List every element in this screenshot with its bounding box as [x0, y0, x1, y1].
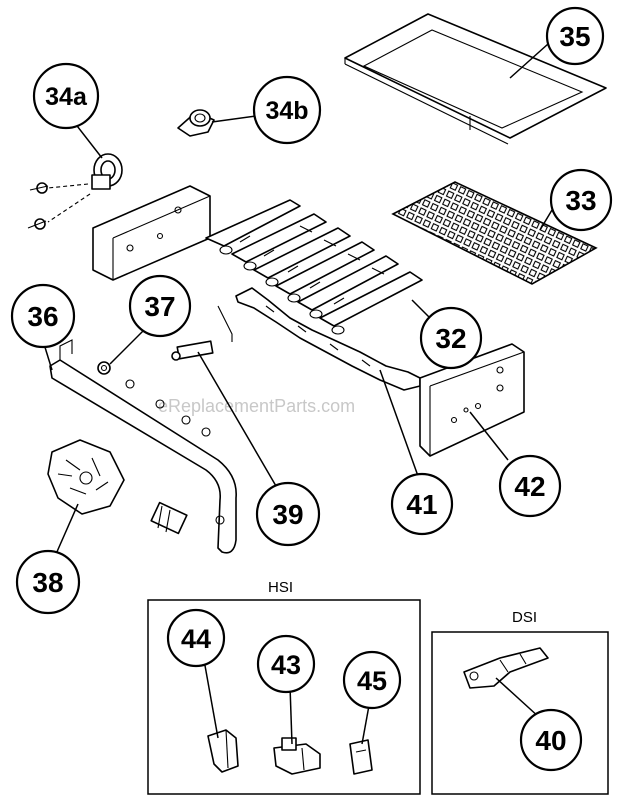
callout-37: 37: [128, 274, 192, 338]
callout-44: 44: [166, 608, 226, 668]
callout-38: 38: [15, 549, 81, 615]
part-40-spark-igniter: [463, 647, 549, 689]
svg-text:44: 44: [181, 624, 211, 654]
callout-32: 32: [419, 306, 483, 370]
part-36-manifold: [49, 339, 237, 554]
callout-43: 43: [256, 634, 316, 694]
part-34a-fitting: [27, 153, 123, 230]
part-42-end-panel: [419, 343, 525, 457]
hsi-label: HSI: [268, 579, 293, 596]
svg-text:40: 40: [535, 725, 566, 756]
callout-33: 33: [549, 168, 613, 232]
svg-text:36: 36: [27, 301, 58, 332]
part-43-igniter-bracket: [273, 737, 321, 775]
svg-text:42: 42: [514, 471, 545, 502]
part-burner-tray: [235, 287, 421, 391]
part-33-screen: [391, 181, 598, 285]
svg-text:34a: 34a: [45, 83, 88, 111]
part-35-sheet: [344, 13, 607, 145]
svg-text:43: 43: [271, 650, 301, 680]
part-32-burners: [205, 199, 423, 335]
hsi-box: [147, 599, 421, 795]
dsi-label: DSI: [512, 609, 537, 626]
part-38-gas-valve: [47, 439, 125, 515]
svg-text:32: 32: [435, 323, 466, 354]
callout-35: 35: [545, 6, 605, 66]
part-39-sensor: [171, 305, 233, 361]
callout-45: 45: [342, 650, 402, 710]
part-45-shield: [349, 739, 373, 775]
watermark-text: eReplacementParts.com: [158, 396, 355, 416]
svg-text:37: 37: [144, 291, 175, 322]
part-34b-clip: [177, 109, 215, 137]
svg-text:45: 45: [357, 666, 387, 696]
callout-40: 40: [519, 708, 583, 772]
callout-34b: 34b: [252, 75, 322, 145]
svg-text:39: 39: [272, 499, 303, 530]
callout-34a: 34a: [32, 62, 100, 130]
svg-text:33: 33: [565, 185, 596, 216]
callout-36: 36: [10, 283, 76, 349]
svg-text:41: 41: [406, 489, 437, 520]
svg-text:34b: 34b: [265, 97, 308, 125]
callout-39: 39: [255, 481, 321, 547]
callouts: 35 34a 34b 33 36 37 32 39: [10, 6, 613, 772]
callout-41: 41: [390, 472, 454, 536]
part-44-igniter: [207, 729, 239, 773]
part-burner-bracket-left: [92, 185, 211, 281]
dsi-box: [431, 631, 609, 795]
part-37-orifice: [97, 361, 111, 375]
svg-text:38: 38: [32, 567, 63, 598]
svg-text:35: 35: [559, 21, 590, 52]
callout-42: 42: [498, 454, 562, 518]
